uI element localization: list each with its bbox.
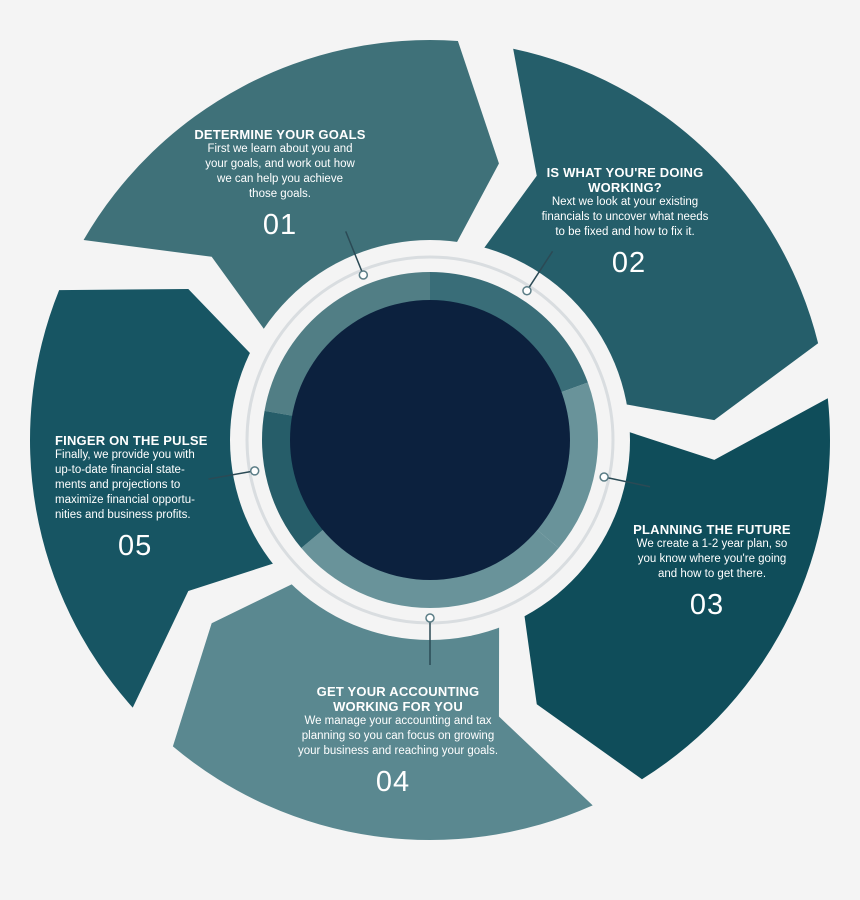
connector-dot-4	[425, 613, 435, 623]
segment-4	[172, 570, 593, 841]
connector-line-1	[345, 231, 365, 276]
step-3-title: PLANNING THE FUTURE	[633, 522, 791, 537]
connector-line-2	[526, 250, 554, 292]
step-3-number: 03	[689, 589, 725, 621]
step-2-number: 02	[611, 247, 647, 279]
step-5-description: Finally, we provide you with up-to-date …	[55, 449, 195, 521]
segment-1	[83, 40, 499, 355]
step-4-title: GET YOUR ACCOUNTING WORKING FOR YOU	[316, 684, 480, 714]
connector-dot-1	[358, 270, 369, 280]
connector-layer	[208, 231, 651, 665]
step-2-title: IS WHAT YOU'RE DOING WORKING?	[546, 165, 704, 195]
step-1-number: 01	[262, 209, 298, 241]
ring-band-4	[301, 528, 559, 608]
step-4-number: 04	[375, 766, 411, 798]
step-1-title: DETERMINE YOUR GOALS	[194, 127, 366, 142]
connector-dot-5	[249, 466, 260, 476]
step-5-title: FINGER ON THE PULSE	[55, 433, 208, 448]
ring-band-5	[262, 410, 325, 548]
step-2-description: Next we look at your existing financials…	[541, 196, 709, 238]
center-ring	[230, 240, 630, 640]
connector-line-3	[603, 476, 651, 488]
step-4-text: GET YOUR ACCOUNTING WORKING FOR YOU We m…	[268, 684, 528, 799]
step-5-text: FINGER ON THE PULSE Finally, we provide …	[55, 433, 255, 563]
center-disc	[290, 300, 570, 580]
step-5-number: 05	[118, 530, 153, 562]
connector-dot-3	[599, 472, 609, 482]
step-3-text: PLANNING THE FUTURE We create a 1-2 year…	[607, 522, 817, 622]
segment-2	[465, 48, 819, 421]
step-3-description: We create a 1-2 year plan, so you know w…	[636, 538, 788, 580]
step-2-text: IS WHAT YOU'RE DOING WORKING? Next we lo…	[500, 165, 750, 280]
step-4-description: We manage your accounting and tax planni…	[297, 715, 499, 757]
segment-5	[30, 288, 304, 708]
ring-band-2	[430, 272, 588, 393]
step-1-text: DETERMINE YOUR GOALS First we learn abou…	[175, 127, 385, 242]
connector-dot-2	[522, 285, 532, 296]
step-1-description: First we learn about you and your goals,…	[205, 143, 355, 200]
connector-line-5	[208, 470, 255, 480]
